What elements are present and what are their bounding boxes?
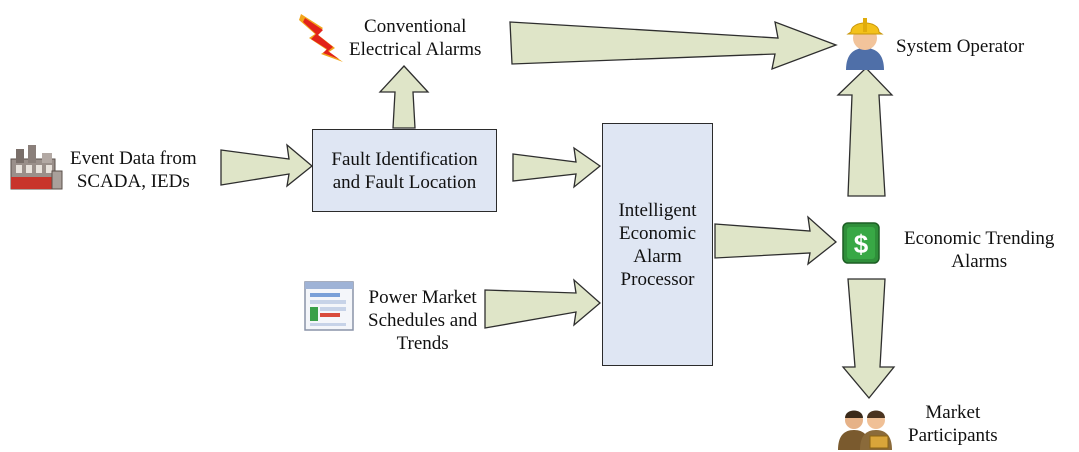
conventional-alarms-label: Conventional Electrical Alarms: [349, 15, 481, 61]
fault-identification-box: Fault Identification and Fault Location: [312, 129, 497, 212]
arrow-market-to-processor: [484, 278, 601, 329]
market-participants-line-2: Participants: [908, 425, 998, 446]
power-market-line-2: Schedules and: [368, 310, 478, 331]
power-market-line-1: Power Market: [368, 287, 477, 308]
fault-box-line-1: Fault Identification: [331, 148, 478, 170]
arrow-economic-to-participants: [841, 278, 896, 400]
conventional-alarms-line-1: Conventional: [364, 16, 467, 37]
market-participants-line-1: Market: [925, 402, 981, 423]
alarm-processor-box: Intelligent Economic Alarm Processor: [602, 123, 713, 366]
dollar-icon: $: [842, 222, 880, 264]
system-operator-text: System Operator: [896, 36, 1025, 57]
conventional-alarms-line-2: Electrical Alarms: [349, 39, 482, 60]
factory-icon: [10, 145, 63, 190]
fault-box-line-2: and Fault Location: [332, 171, 477, 193]
schedule-icon: [304, 281, 354, 331]
dollar-glyph: $: [854, 229, 869, 259]
arrow-event-to-fault: [220, 143, 314, 188]
arrow-economic-to-operator: [836, 67, 894, 197]
participants-icon: [838, 410, 892, 450]
processor-line-2: Economic: [618, 222, 697, 244]
event-data-line-1: Event Data from: [70, 148, 197, 169]
power-market-label: Power Market Schedules and Trends: [368, 286, 477, 355]
event-data-line-2: SCADA, IEDs: [76, 171, 190, 192]
arrow-fault-to-processor: [512, 146, 602, 189]
processor-line-4: Processor: [620, 268, 695, 290]
system-operator-label: System Operator: [896, 35, 1024, 58]
lightning-icon: [299, 14, 343, 62]
power-market-line-3: Trends: [396, 333, 449, 354]
processor-line-1: Intelligent: [618, 199, 697, 221]
economic-trending-label: Economic Trending Alarms: [904, 227, 1054, 273]
event-data-label: Event Data from SCADA, IEDs: [70, 147, 197, 193]
economic-trending-line-2: Alarms: [951, 251, 1008, 272]
arrow-alarms-to-operator: [509, 20, 838, 71]
economic-trending-line-1: Economic Trending: [904, 228, 1055, 249]
arrow-fault-to-alarms: [378, 65, 430, 129]
processor-line-3: Alarm: [633, 245, 682, 267]
operator-icon: [846, 18, 884, 70]
arrow-processor-to-economic: [714, 215, 838, 266]
market-participants-label: Market Participants: [908, 401, 998, 447]
